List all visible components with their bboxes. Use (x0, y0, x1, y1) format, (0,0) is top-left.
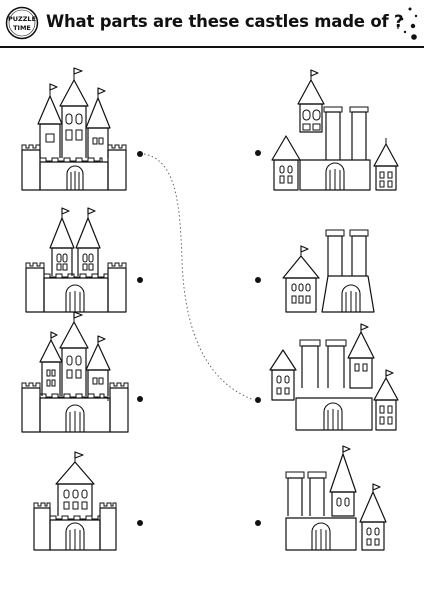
header: PUZZLE TIME What parts are these castles… (0, 0, 424, 48)
castle-4 (33, 451, 117, 551)
parts-d (285, 445, 387, 551)
badge-top-text: PUZZLE (8, 15, 36, 23)
castle-3 (21, 311, 129, 433)
left-dot-2[interactable] (137, 277, 143, 283)
parts-a (271, 69, 399, 191)
left-dot-3[interactable] (137, 396, 143, 402)
right-dot-a[interactable] (255, 150, 261, 156)
left-dot-1[interactable] (137, 151, 143, 157)
puzzle-scene (21, 67, 399, 551)
right-dot-d[interactable] (255, 520, 261, 526)
castle-1 (21, 67, 127, 191)
parts-b (282, 229, 375, 313)
page-title: What parts are these castles made of ? (46, 12, 404, 31)
header-rule (0, 46, 424, 48)
badge-bottom-text: TIME (13, 24, 31, 32)
right-dot-c[interactable] (255, 397, 261, 403)
castle-2 (25, 207, 127, 313)
left-dot-4[interactable] (137, 520, 143, 526)
dots-decoration (397, 7, 418, 40)
puzzle-time-badge: PUZZLE TIME (5, 6, 39, 40)
example-dotted-path (143, 153, 255, 401)
right-dot-b[interactable] (255, 277, 261, 283)
parts-c (269, 323, 399, 431)
